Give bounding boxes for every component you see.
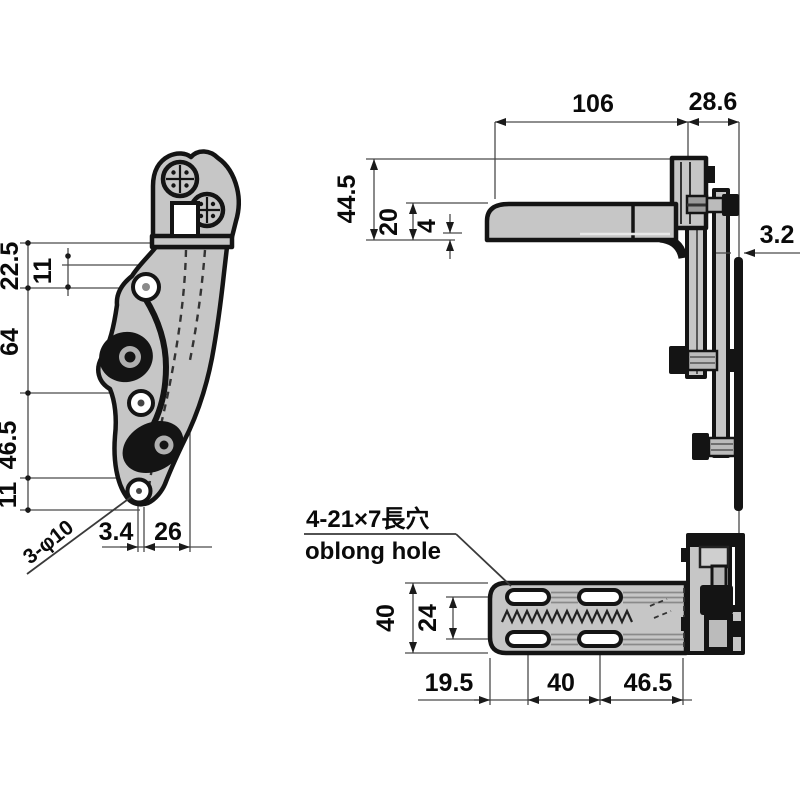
dim-40-width-label: 40: [547, 669, 575, 697]
dim-22-5-label: 22.5: [0, 242, 24, 291]
hole-leader-line: [26, 496, 132, 575]
mount-hole-middle-center: [137, 399, 145, 407]
lower-bolt: [692, 433, 737, 460]
dim-28-6-label: 28.6: [689, 88, 738, 116]
mount-hole-bottom-center: [136, 488, 142, 494]
front-view: 22.5 11 64 46.5 11 3.4 26 3-φ10: [0, 149, 242, 575]
top-bolt-head: [722, 194, 739, 216]
hinge-side-part: [484, 155, 743, 511]
dim-3-2-label: 3.2: [760, 221, 795, 249]
dim-11-top-label: 11: [29, 258, 57, 285]
top-bolt-shaft: [705, 196, 725, 214]
screw-head-left: [160, 159, 200, 199]
dim-3-4-label: 3.4: [99, 518, 134, 546]
centerline-dashed-2: [187, 249, 207, 366]
mount-hole-top-center: [142, 283, 150, 291]
dim-64-label: 64: [0, 328, 24, 356]
back-plate: [712, 188, 730, 458]
dim-20-label: 20: [375, 208, 403, 236]
pivot-boss-lower: [122, 421, 184, 473]
oblong-hole-1: [505, 588, 551, 606]
bottom-view-dimensions: 40 24 19.5 40 46.5: [372, 583, 692, 704]
pivot-lower-center: [159, 440, 169, 450]
pivot-upper-center: [124, 351, 136, 363]
oblong-hole-2: [577, 588, 623, 606]
oblong-hole-4: [577, 630, 623, 648]
dim-4-label: 4: [413, 219, 441, 233]
side-view: 106 28.6 44.5 20 4 3.2: [333, 88, 800, 533]
middle-bolt: [669, 346, 735, 374]
dim-11-bottom-label: 11: [0, 482, 22, 509]
dim-44-5-label: 44.5: [333, 175, 361, 224]
dim-46-5-bottom-label: 46.5: [624, 669, 673, 697]
dim-24-label: 24: [414, 604, 442, 632]
mount-plate-top-view: [487, 580, 689, 656]
dim-19-5-label: 19.5: [425, 669, 474, 697]
side-view-dimensions: 106 28.6 44.5 20 4 3.2: [333, 88, 800, 259]
oblong-hole-note-en: oblong hole: [305, 538, 441, 565]
dim-106-label: 106: [572, 90, 614, 118]
linkage-edge-line: [142, 296, 170, 431]
thin-mount-plate: [734, 257, 743, 511]
bottom-view: 40 24 19.5 40 46.5 4-21×7長穴 oblong hole: [304, 505, 745, 705]
bolt-tip-top: [706, 166, 715, 183]
dim-40-height-label: 40: [372, 604, 400, 632]
hinge-arm: [484, 201, 679, 243]
hinge-front-part: [96, 149, 242, 507]
callout-leader-line: [455, 533, 512, 587]
bracket-top-view: [681, 533, 745, 655]
oblong-hole-note-jp: 4-21×7長穴: [306, 505, 429, 533]
head-notch: [170, 201, 200, 238]
oblong-hole-callout: 4-21×7長穴 oblong hole: [304, 505, 512, 587]
dim-46-5-left-label: 46.5: [0, 421, 22, 470]
serration-zigzag-line: [500, 608, 634, 625]
oblong-hole-3: [505, 630, 551, 648]
dim-26-label: 26: [154, 518, 182, 546]
